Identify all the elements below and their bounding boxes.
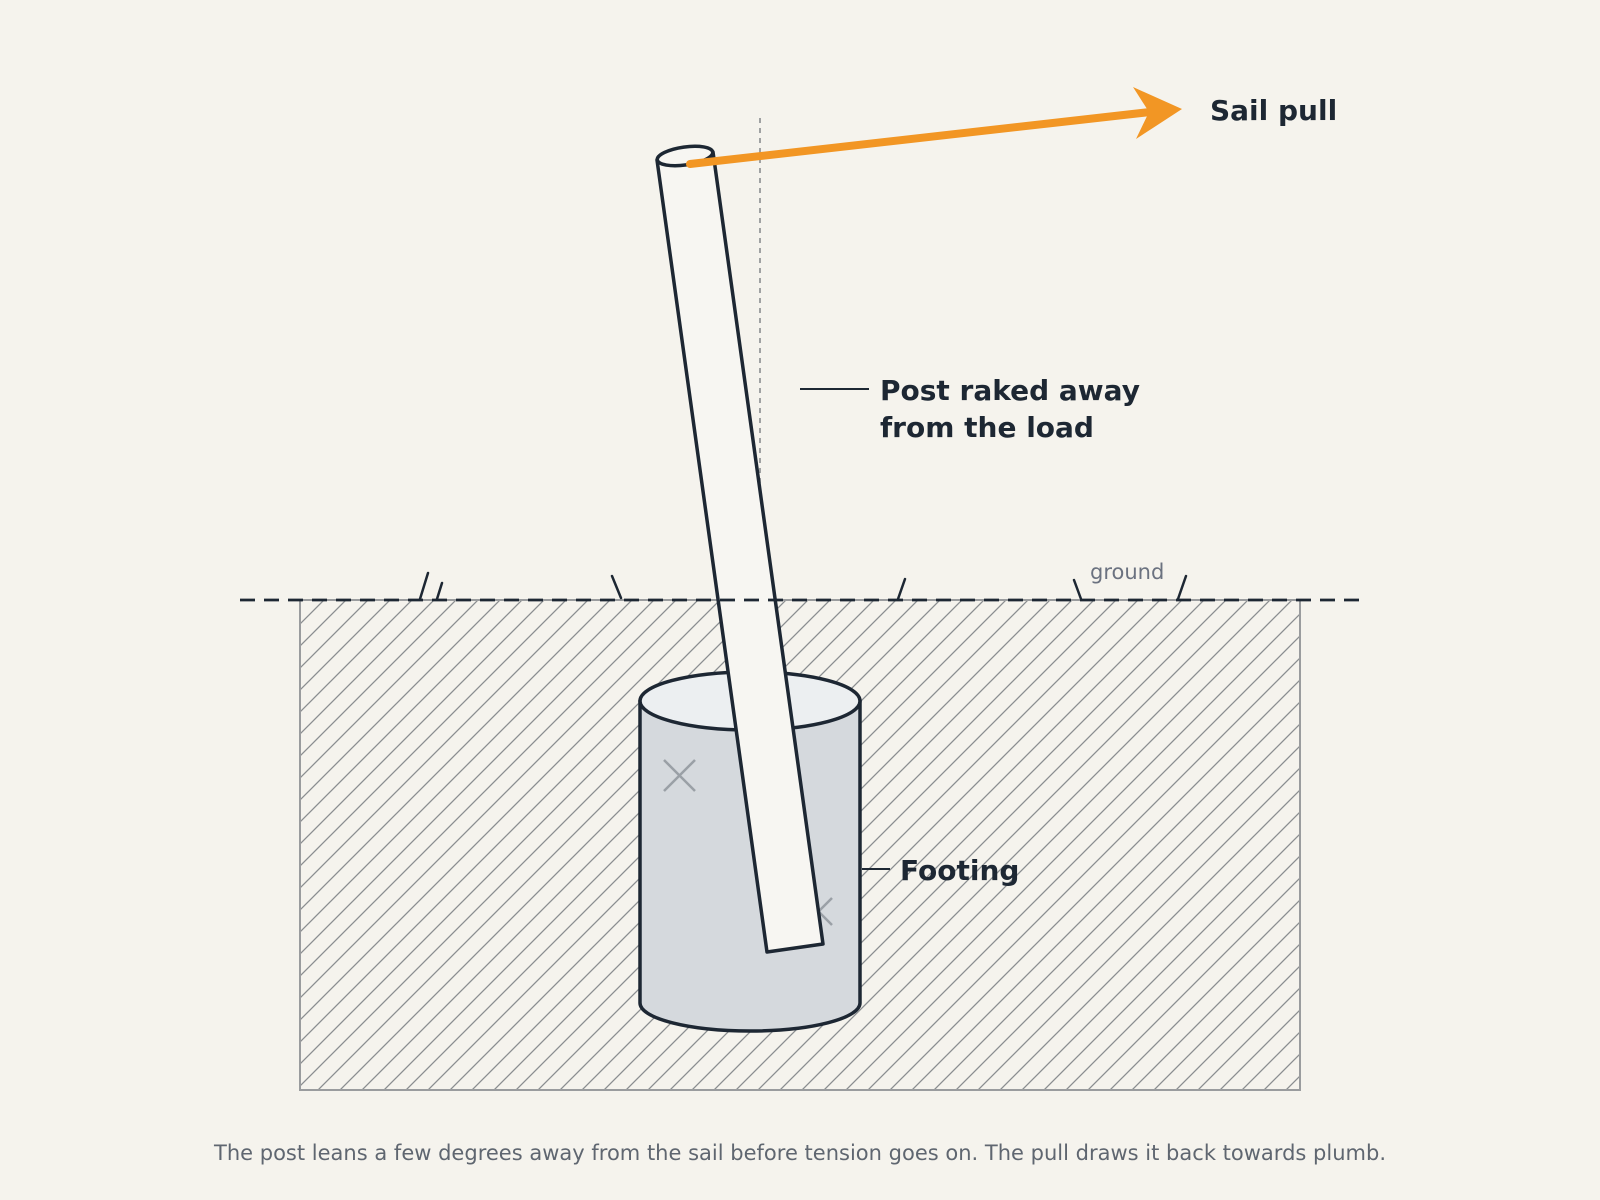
sail-pull-label: Sail pull: [1210, 94, 1337, 127]
footing-label: Footing: [900, 854, 1019, 887]
post-label-line-1: Post raked away: [880, 374, 1140, 407]
diagram-caption: The post leans a few degrees away from t…: [213, 1141, 1386, 1165]
ground-label: ground: [1090, 560, 1164, 584]
sail-pull-arrow: [686, 87, 1182, 168]
grass-tufts: [418, 571, 1188, 601]
post: [655, 144, 825, 954]
post-label-line-2: from the load: [880, 411, 1094, 444]
